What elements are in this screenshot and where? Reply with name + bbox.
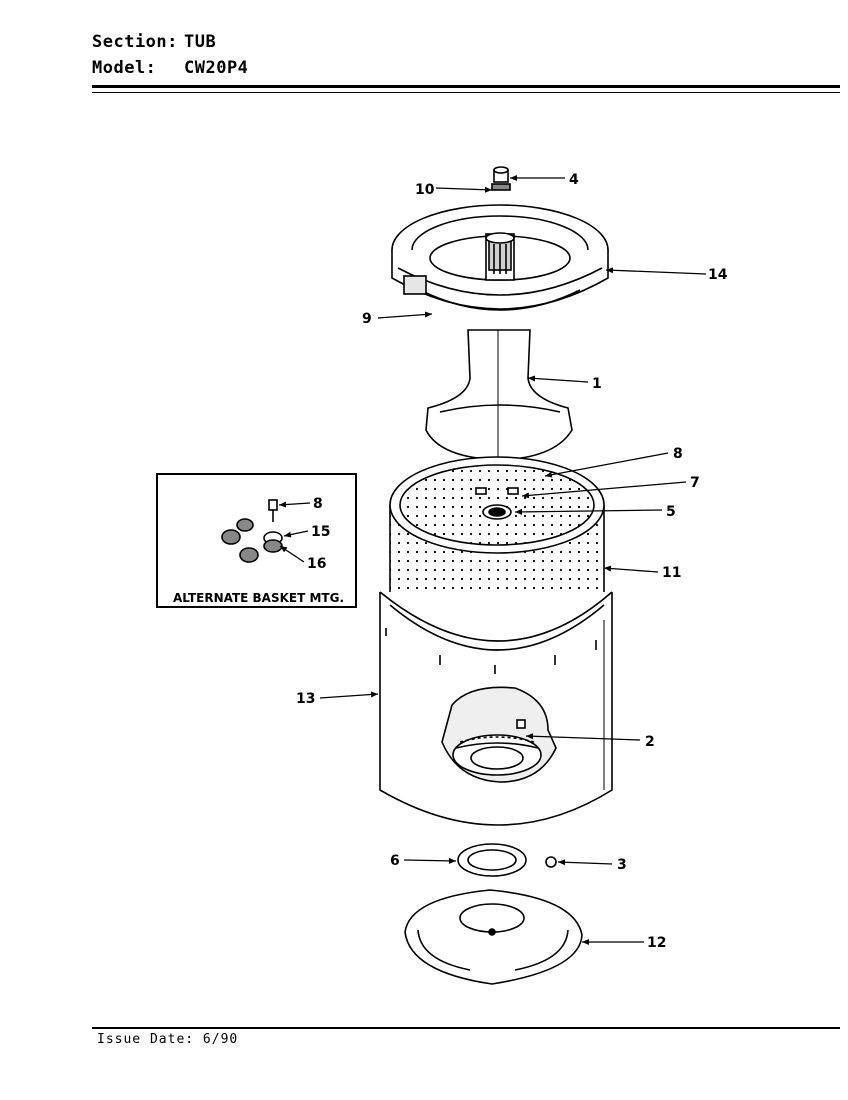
header-rule-thin (92, 92, 840, 93)
leader-inset-8 (278, 501, 311, 508)
callout-4: 4 (569, 172, 579, 188)
agitator-shaft (485, 232, 515, 281)
callout-10: 10 (415, 182, 435, 198)
callout-1: 1 (592, 376, 602, 392)
callout-6: 6 (390, 853, 400, 869)
callout-14: 14 (708, 267, 728, 283)
gasket-part (457, 843, 527, 877)
header-rule-thick (92, 85, 840, 88)
alternate-mounting-inset (156, 473, 357, 608)
leader-3 (557, 859, 613, 866)
leader-8 (544, 452, 669, 478)
callout-8: 8 (673, 446, 683, 462)
leader-inset-15 (283, 530, 309, 538)
leader-inset-16 (279, 545, 305, 563)
callout-13: 13 (296, 691, 315, 707)
leader-13 (319, 691, 379, 699)
leader-2 (525, 733, 641, 741)
leader-9 (377, 311, 433, 319)
callout-7: 7 (690, 475, 700, 491)
callout-5: 5 (666, 504, 676, 520)
leader-14 (605, 267, 707, 275)
leader-10 (435, 186, 493, 193)
leader-7 (521, 481, 687, 499)
issue-date: Issue Date: 6/90 (97, 1032, 239, 1047)
leader-6 (403, 857, 457, 864)
callout-12: 12 (647, 935, 666, 951)
inset-title: ALTERNATE BASKET MTG. (173, 591, 344, 605)
section-label: Section: (92, 32, 178, 52)
inset-callout-16: 16 (307, 556, 326, 572)
model-label: Model: (92, 58, 157, 78)
callout-9: 9 (362, 311, 372, 327)
leader-11 (603, 565, 659, 573)
nut-and-washer-part (491, 166, 511, 191)
leader-1 (527, 375, 589, 383)
inset-callout-8: 8 (313, 496, 323, 512)
section-header: Section: TUB (92, 32, 216, 52)
callout-2: 2 (645, 734, 655, 750)
model-value: CW20P4 (184, 58, 249, 78)
model-header: Model: CW20P4 (92, 58, 248, 78)
footer-rule (92, 1027, 840, 1029)
leader-5 (514, 508, 663, 515)
inset-callout-15: 15 (311, 524, 330, 540)
callout-3: 3 (617, 857, 627, 873)
section-value: TUB (184, 32, 217, 52)
callout-11: 11 (662, 565, 681, 581)
basket-support-part (425, 329, 573, 470)
bottom-cover-part (404, 889, 583, 985)
outer-tub-part (379, 591, 613, 868)
